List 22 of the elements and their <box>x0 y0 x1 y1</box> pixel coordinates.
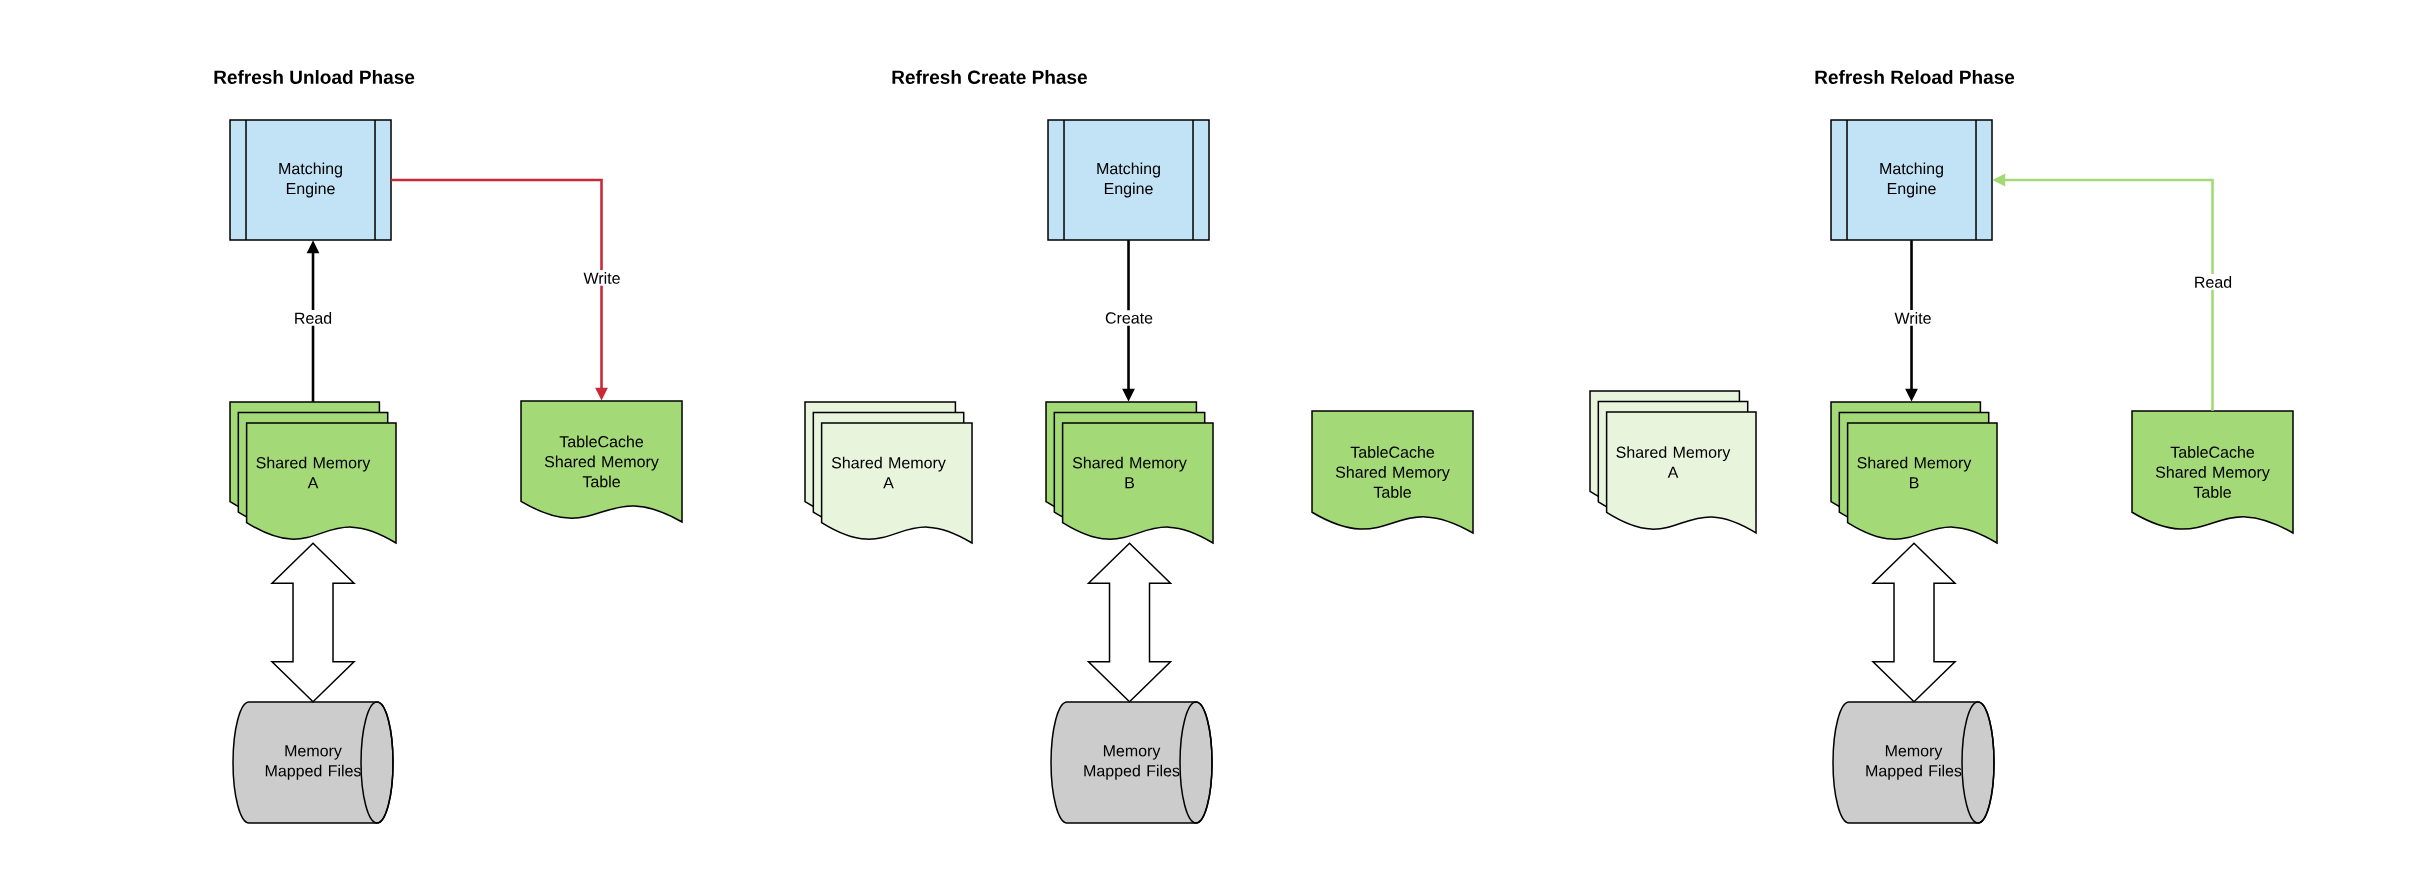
document-stack: Shared Memory A <box>1589 390 1757 534</box>
edge-label: Write <box>1892 310 1934 326</box>
process-box: Matching Engine <box>1830 119 1993 241</box>
storage-cylinder: Memory Mapped Files <box>1050 701 1213 824</box>
phase-title: Refresh Create Phase <box>892 70 1087 84</box>
document-stack: Shared Memory B <box>1045 401 1214 544</box>
document-stack: Shared Memory B <box>1830 401 1998 544</box>
double-arrow <box>1871 542 1957 703</box>
document-stack: Shared Memory A <box>229 401 397 544</box>
process-box: Matching Engine <box>229 119 392 241</box>
double-arrow <box>1086 542 1173 703</box>
edge-label: Write <box>581 270 623 286</box>
process-box: Matching Engine <box>1047 119 1210 241</box>
double-arrow <box>270 542 356 703</box>
edge-label: Read <box>291 310 335 326</box>
document-stack: Shared Memory A <box>804 401 973 544</box>
storage-cylinder: Memory Mapped Files <box>232 701 394 824</box>
edge-label: Create <box>1103 310 1156 326</box>
phase-title: Refresh Unload Phase <box>214 70 415 84</box>
phase-title: Refresh Reload Phase <box>1815 70 2015 84</box>
edge-label: Read <box>2191 274 2235 290</box>
storage-cylinder: Memory Mapped Files <box>1832 701 1995 824</box>
